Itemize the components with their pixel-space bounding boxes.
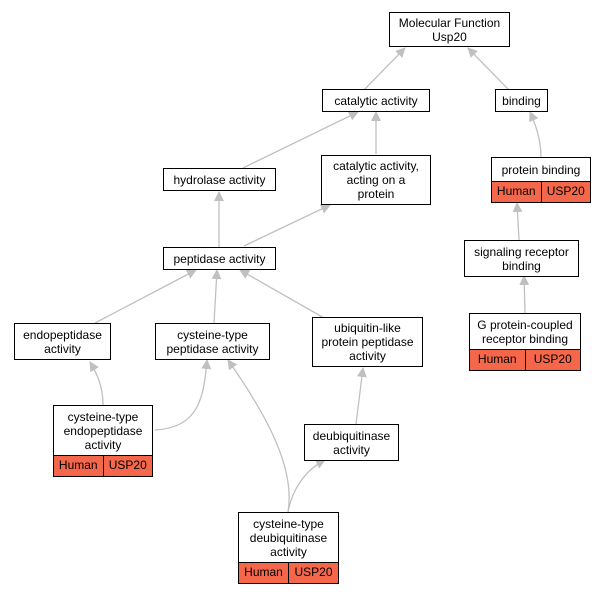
node-label: cysteine-type endopeptidase activity [63, 410, 143, 452]
node-protein-binding[interactable]: protein binding Human USP20 [491, 157, 591, 203]
edge-signaling-to-proteinbinding [512, 202, 523, 241]
annotation-tags: Human USP20 [492, 181, 590, 202]
edge-catalytic-to-mf [363, 47, 406, 91]
node-signaling-receptor-binding[interactable]: signaling receptor binding [464, 240, 579, 277]
edge-cysdeubiq-to-cyspeptidase [227, 359, 290, 513]
edge-cysdeubiq-to-deubiq [287, 459, 326, 513]
tag-species: Human [492, 182, 541, 202]
edge-proteinbinding-to-binding [529, 111, 542, 158]
node-endopeptidase-activity[interactable]: endopeptidase activity [14, 323, 111, 360]
node-hydrolase-activity[interactable]: hydrolase activity [163, 168, 276, 191]
node-catalytic-activity-acting-on-protein[interactable]: catalytic activity, acting on a protein [321, 155, 431, 205]
node-deubiquitinase-activity[interactable]: deubiquitinase activity [304, 424, 399, 461]
node-label: binding [502, 93, 541, 108]
node-label: catalytic activity, acting on a protein [333, 159, 419, 201]
annotation-tags: Human USP20 [470, 349, 580, 370]
node-cysteine-type-deubiquitinase[interactable]: cysteine-type deubiquitinase activity Hu… [238, 512, 339, 584]
node-label: signaling receptor binding [474, 244, 569, 273]
annotation-tags: Human USP20 [54, 455, 152, 476]
edge-cysendo-to-endopeptidase [89, 361, 104, 406]
edge-endopeptidase-to-peptidase [94, 269, 197, 324]
node-cysteine-type-peptidase-activity[interactable]: cysteine-type peptidase activity [155, 323, 270, 360]
node-cysteine-type-endopeptidase[interactable]: cysteine-type endopeptidase activity Hum… [53, 405, 153, 477]
annotation-tags: Human USP20 [239, 562, 338, 583]
node-label: endopeptidase activity [23, 327, 102, 356]
node-label: hydrolase activity [173, 172, 266, 187]
node-label: G protein-coupled receptor binding [477, 318, 573, 346]
node-label: peptidase activity [173, 251, 266, 266]
tag-gene: USP20 [288, 563, 338, 583]
node-label: catalytic activity [334, 93, 418, 108]
node-label: ubiquitin-like protein peptidase activit… [321, 321, 414, 363]
tag-gene: USP20 [524, 350, 580, 370]
node-catalytic-activity[interactable]: catalytic activity [322, 89, 430, 112]
tag-species: Human [54, 456, 103, 476]
edge-deubiq-to-ublpeptidase [355, 367, 367, 425]
edge-binding-to-mf [467, 47, 510, 91]
node-binding[interactable]: binding [495, 89, 548, 112]
tag-species: Human [239, 563, 288, 583]
node-label: cysteine-type peptidase activity [166, 327, 259, 356]
tag-gene: USP20 [102, 456, 152, 476]
node-molecular-function[interactable]: Molecular Function Usp20 [389, 12, 510, 47]
edge-cyspeptidase-to-peptidase [211, 269, 222, 324]
node-label: cysteine-type deubiquitinase activity [249, 517, 328, 559]
edge-ublpeptidase-to-peptidase [239, 269, 325, 319]
edge-hydrolase-to-catalytic [242, 111, 359, 169]
node-ubiquitin-like-protein-peptidase[interactable]: ubiquitin-like protein peptidase activit… [312, 317, 423, 367]
tag-species: Human [470, 350, 525, 370]
node-label: protein binding [501, 162, 581, 177]
node-peptidase-activity[interactable]: peptidase activity [163, 247, 276, 270]
node-label: deubiquitinase activity [312, 428, 391, 457]
edge-cysendo-to-cyspeptidase [154, 359, 212, 431]
edge-gpcr-to-signaling [519, 275, 530, 314]
node-label: Molecular Function Usp20 [398, 15, 501, 44]
edge-peptidase-to-catprotein [243, 204, 331, 247]
node-gpcr-binding[interactable]: G protein-coupled receptor binding Human… [469, 313, 581, 371]
tag-gene: USP20 [540, 182, 590, 202]
